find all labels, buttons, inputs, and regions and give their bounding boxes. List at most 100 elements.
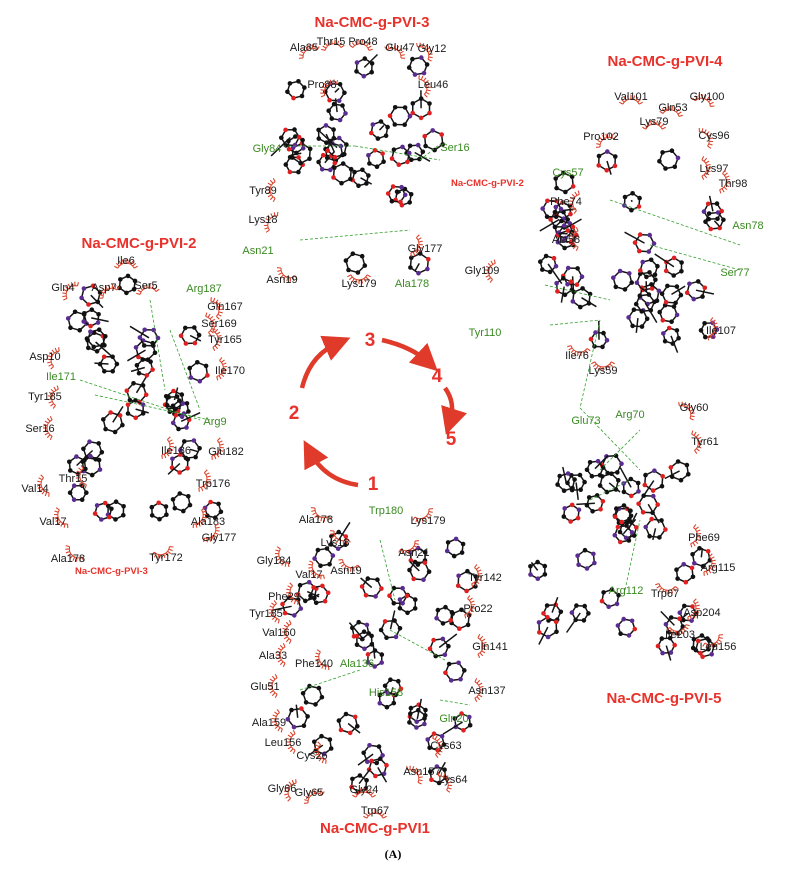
residue-label: Ala85 <box>290 42 318 54</box>
hydrophobic-contact-arc <box>310 507 332 522</box>
figure-label: (A) <box>385 847 402 861</box>
hydrophobic-contact-arc <box>690 524 702 548</box>
hydrophobic-contact-arc <box>151 546 174 559</box>
residue-trp176: Trp176 <box>196 469 230 492</box>
residue-label: Lys59 <box>589 365 618 377</box>
residue-label: Val14 <box>21 483 48 495</box>
residue-label: Tyr89 <box>249 185 277 197</box>
hydrophobic-contact-arc <box>410 234 423 257</box>
residue-label: Tyr61 <box>691 436 719 448</box>
hydrophobic-contact-arc <box>198 469 211 492</box>
residue-label: Tyr172 <box>149 552 183 564</box>
residue-label: Tyr165 <box>208 334 242 346</box>
residue-label: Cys57 <box>552 167 583 179</box>
residue-label: Val17 <box>295 569 322 581</box>
residue-label: Ala159 <box>252 717 286 729</box>
residue-val160: Val160 <box>262 620 296 644</box>
residue-label: Ile6 <box>117 255 135 267</box>
residue-lys18: Lys18 <box>249 211 279 233</box>
residue-label: Leu156 <box>700 641 737 653</box>
residue-label: Gly184 <box>257 555 292 567</box>
hydrophobic-contact-arc <box>484 259 496 283</box>
arrow-1-to-2 <box>303 440 359 488</box>
residue-thr98: Thr98 <box>719 170 747 194</box>
residue-label: Gly177 <box>202 532 237 544</box>
residue-glu51: Glu51 <box>250 674 280 698</box>
residue-label: Ala136 <box>340 658 374 670</box>
hydrophobic-contact-arc <box>37 474 50 497</box>
residue-ala58: Ala58 <box>552 227 580 251</box>
hydrophobic-contact-arc <box>65 545 85 562</box>
residue-label: Pro22 <box>463 603 492 615</box>
residue-lys59: Lys59 <box>589 361 618 377</box>
residue-label: Tyr142 <box>468 572 502 584</box>
residue-label: Gly60 <box>680 402 709 414</box>
residue-label: Val17 <box>39 516 66 528</box>
hydrophobic-contact-arc <box>282 620 292 644</box>
residue-label: Thr15 <box>59 473 88 485</box>
residue-label: Glu182 <box>208 446 243 458</box>
arrow-2-to-3 <box>299 335 351 389</box>
ligand-pvi5 <box>528 453 717 661</box>
residue-label: Asn78 <box>732 220 763 232</box>
hydrophobic-contact-arc <box>659 105 683 117</box>
residue-ala178: Ala178 <box>299 507 333 526</box>
hydrophobic-contact-arc <box>474 678 484 702</box>
residue-label: Ala178 <box>395 278 429 290</box>
hydrophobic-contact-arc <box>698 127 714 149</box>
residue-label: Glu51 <box>250 681 279 693</box>
hydrophobic-contact-arc <box>205 312 217 336</box>
hydrophobic-contact-arc <box>98 284 120 299</box>
residue-gln141: Gln141 <box>472 634 508 658</box>
residue-lys179: Lys179 <box>341 274 377 290</box>
hbond-lines-pvi4 <box>544 199 741 471</box>
residue-cys26: Cys26 <box>296 741 328 764</box>
hydrophobic-contact-arc <box>216 357 228 381</box>
residue-label: Cys96 <box>698 130 729 142</box>
residue-label: Ile203 <box>665 629 695 641</box>
residue-label: Trp176 <box>196 478 230 490</box>
residue-label: Phe74 <box>550 196 582 208</box>
hydrophobic-contact-arc <box>43 416 53 440</box>
hydrophobic-contact-arc <box>268 674 278 698</box>
residue-asn78: Asn78 <box>732 220 763 232</box>
residue-thr15: Thr15 <box>317 36 345 51</box>
residue-asn19: Asn19 <box>330 559 362 577</box>
residue-ile6: Ile6 <box>114 255 138 269</box>
residue-label: Lys18 <box>249 214 278 226</box>
residue-arg187: Arg187 <box>186 283 221 295</box>
residue-label: Tyr185 <box>28 391 62 403</box>
hydrophobic-contact-arc <box>691 430 703 454</box>
residue-leu156: Leu156 <box>265 730 301 754</box>
arrow-4-to-5 <box>441 386 467 435</box>
residue-label: Ile76 <box>565 350 589 362</box>
hydrophobic-contact-arc <box>384 44 406 59</box>
inner-label-pvi3: Na-CMC-g-PVI-2 <box>451 178 524 189</box>
residue-label: His158 <box>369 687 403 699</box>
residue-gly84: Gly84 <box>253 143 282 155</box>
residue-cys96: Cys96 <box>698 127 730 149</box>
residue-label: Ala178 <box>299 514 333 526</box>
hydrophobic-contact-arc <box>314 649 330 671</box>
residue-label: Gly24 <box>350 784 379 796</box>
residue-val17: Val17 <box>295 560 325 581</box>
residue-gly65: Gly65 <box>295 787 325 804</box>
residue-tyr89: Tyr89 <box>249 178 277 202</box>
residue-label: Pro48 <box>348 36 377 48</box>
hydrophobic-contact-arc <box>271 709 283 733</box>
residue-label: Lys18 <box>321 537 350 549</box>
residue-gly177: Gly177 <box>408 234 442 257</box>
hydrophobic-contact-arc <box>432 734 444 758</box>
hydrophobic-contact-arc <box>703 553 716 576</box>
hydrophobic-contact-arc <box>266 178 276 202</box>
residue-label: Trp180 <box>369 505 403 517</box>
residue-tyr61: Tyr61 <box>691 430 719 454</box>
residue-ser169: Ser169 <box>201 312 237 336</box>
residue-his158: His158 <box>369 687 403 699</box>
residue-gly100: Gly100 <box>690 91 724 107</box>
arrow-3-to-4 <box>381 337 438 372</box>
hydrophobic-contact-arc <box>338 559 361 572</box>
residue-lys79: Lys79 <box>640 116 668 130</box>
residue-pro88: Pro88 <box>307 79 339 98</box>
residue-label: Glu73 <box>571 415 600 427</box>
